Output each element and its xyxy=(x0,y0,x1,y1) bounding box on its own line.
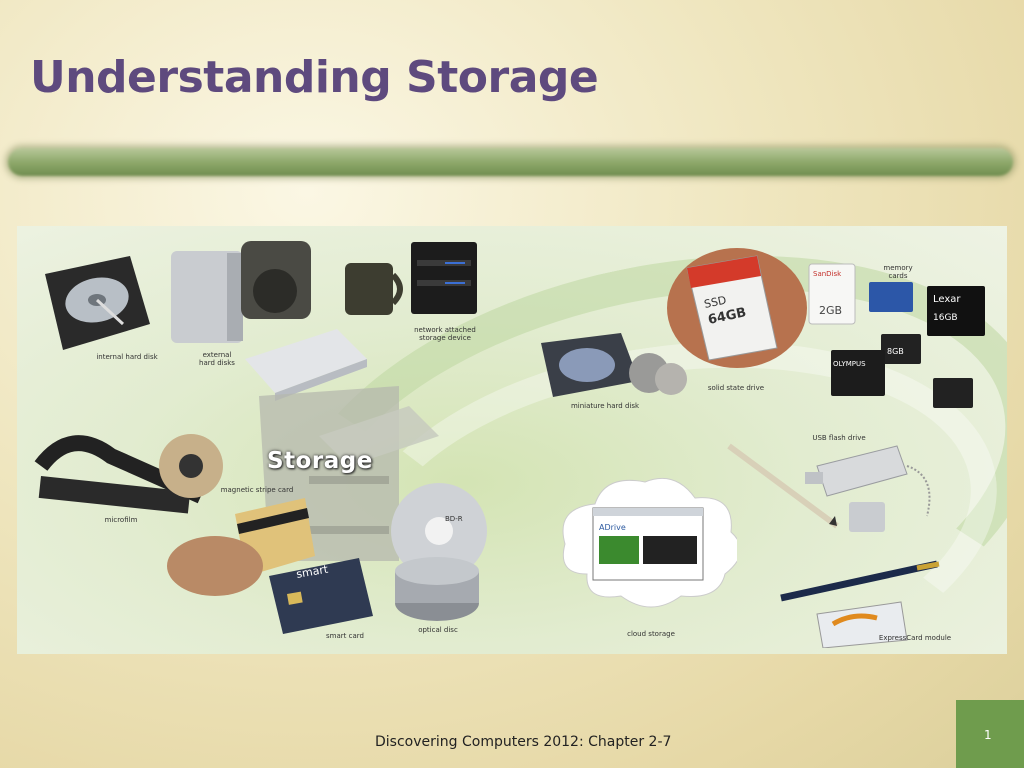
label-network-attached-storage: network attached storage device xyxy=(414,326,476,342)
label-miniature-hard-disk: miniature hard disk xyxy=(570,402,640,410)
magnetic-stripe-card-image xyxy=(167,498,315,596)
label-optical-disc: optical disc xyxy=(418,626,458,634)
internal-hard-disk-image xyxy=(45,256,150,350)
solid-state-drive-image: SSD 64GB xyxy=(667,248,807,368)
sd-capacity-text: 2GB xyxy=(819,304,842,317)
slide-number: 1 xyxy=(984,728,992,742)
adrive-text: ADrive xyxy=(599,523,626,532)
storage-center-label: Storage xyxy=(267,448,373,474)
slide-footer: Discovering Computers 2012: Chapter 2-7 xyxy=(375,734,672,750)
memory-cards-image: SanDisk 2GB Lexar 16GB 8GB OLYMPUS xyxy=(808,263,985,408)
label-internal-hard-disk: internal hard disk xyxy=(96,353,158,361)
cloud-storage-image: ADrive xyxy=(562,478,737,608)
expresscard-module-image xyxy=(780,560,940,648)
smart-card-brand-text: smart xyxy=(295,562,329,580)
optical-disc-image: BD-R xyxy=(391,483,487,621)
label-magnetic-stripe-card: magnetic stripe card xyxy=(220,486,294,494)
lexar-text: Lexar xyxy=(933,294,961,305)
miniature-hard-disk-image xyxy=(541,333,687,397)
bd-r-text: BD-R xyxy=(445,515,463,523)
sandisk-text: SanDisk xyxy=(813,270,842,278)
lexar-capacity-text: 16GB xyxy=(933,313,958,323)
label-solid-state-drive: solid state drive xyxy=(707,384,765,392)
olympus-text: OLYMPUS xyxy=(833,360,866,368)
slide-title: Understanding Storage xyxy=(30,52,599,103)
external-hard-disks-image xyxy=(171,241,403,401)
label-expresscard-module: ExpressCard module xyxy=(878,634,952,642)
usb-flash-drive-image xyxy=(727,443,931,532)
smart-card-image: smart xyxy=(269,558,373,634)
slide-number-box xyxy=(956,700,1024,768)
network-attached-storage-image xyxy=(411,242,477,314)
label-smart-card: smart card xyxy=(326,632,364,640)
label-memory-cards: memory cards xyxy=(883,264,913,280)
label-cloud-storage: cloud storage xyxy=(627,630,675,638)
microfilm-image xyxy=(34,434,223,514)
label-microfilm: microfilm xyxy=(104,516,138,524)
ssd-text: SSD xyxy=(703,294,728,311)
label-usb-flash-drive: USB flash drive xyxy=(812,434,866,442)
microsd-capacity-text: 8GB xyxy=(887,347,904,356)
storage-illustration: internal hard disk external hard disks n… xyxy=(17,226,1007,654)
label-external-hard-disks: external hard disks xyxy=(199,351,235,367)
title-divider-bar xyxy=(8,148,1013,176)
